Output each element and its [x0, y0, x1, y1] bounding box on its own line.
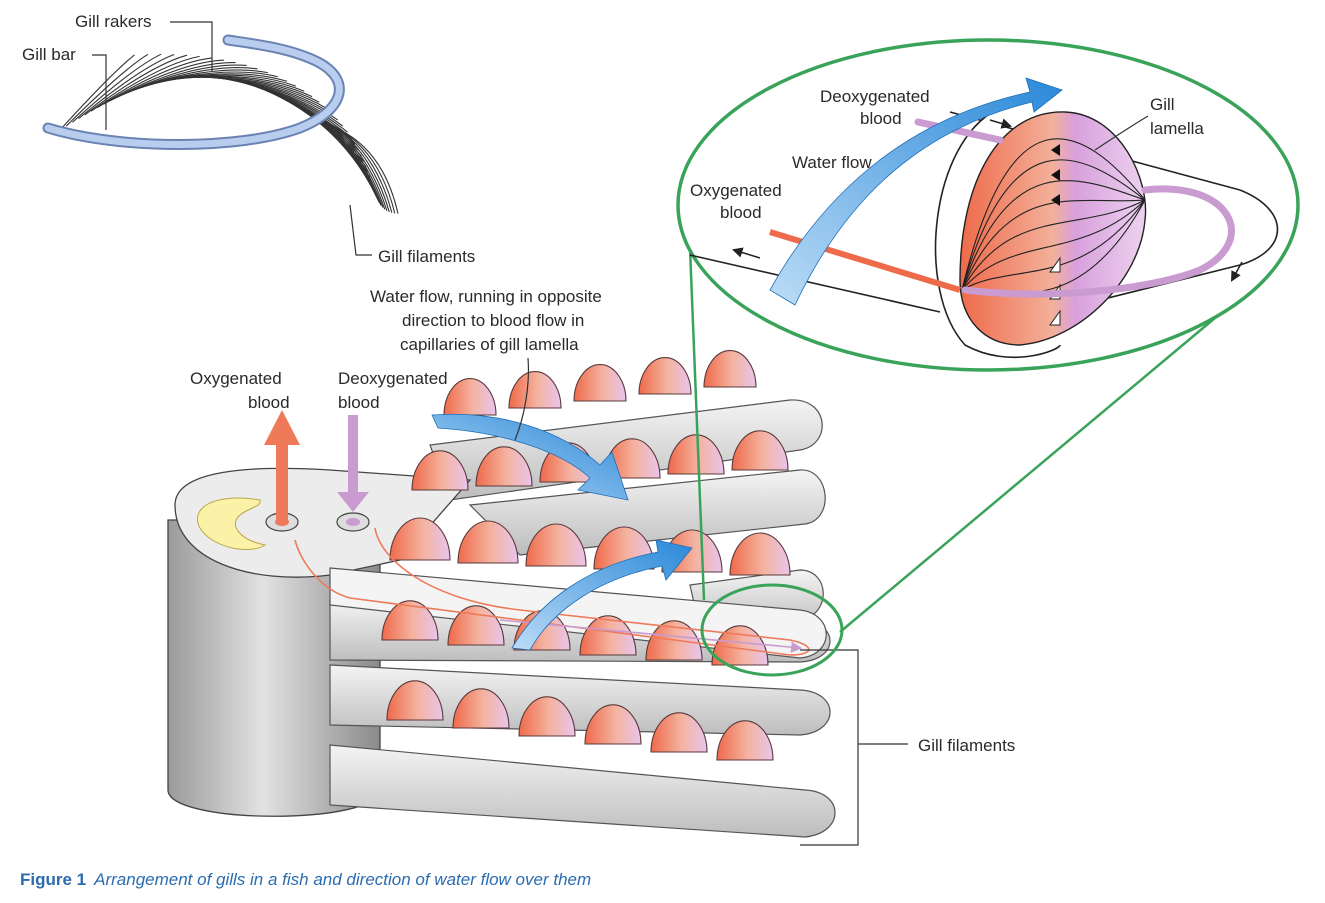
- gill-lamella: [638, 357, 692, 395]
- gill-lamella: [579, 615, 637, 656]
- inset-oxygenated-label-2: blood: [720, 203, 762, 222]
- deoxygenated-arrow: [337, 492, 369, 512]
- gill-filament-strand: [97, 57, 212, 109]
- gill-filament-block: [167, 350, 908, 846]
- gill-lamella: [381, 600, 439, 641]
- inset-deoxygenated-label-2: blood: [860, 109, 902, 128]
- gill-rakers-leader: [170, 21, 213, 72]
- inset-water-flow-label: Water flow: [792, 153, 872, 172]
- capillary-line: [961, 199, 1146, 291]
- gill-filament-strand: [59, 54, 135, 131]
- gill-bar-leader: [92, 54, 107, 130]
- gill-filament-strand: [84, 54, 188, 116]
- gill-lamella: [729, 532, 791, 576]
- magnifier-small-ring: [700, 583, 844, 677]
- water-flow-note-line-2: direction to blood flow in: [402, 311, 584, 330]
- water-flow-arrow-mid: [511, 539, 693, 651]
- water-direction-marker: [1049, 309, 1061, 326]
- inset-oxygenated-label-1: Oxygenated: [690, 181, 782, 200]
- gill-filament-strand: [339, 129, 399, 214]
- inset-water-flow-arrow: [769, 77, 1063, 306]
- capillary-line: [961, 199, 1146, 291]
- figure-number: Figure 1: [20, 870, 87, 889]
- gill-filament-strand: [308, 110, 386, 210]
- gill-lamella: [386, 680, 444, 721]
- gill-lamella: [389, 517, 451, 561]
- capillary-line: [961, 180, 1146, 291]
- gill-lamella: [584, 704, 642, 745]
- gill-filament-strand: [65, 53, 149, 127]
- gill-filaments-bracket: [800, 649, 859, 846]
- gill-lamella: [475, 446, 533, 487]
- blood-direction-marker: [1051, 169, 1060, 181]
- oxygenated-arrow: [264, 410, 300, 445]
- gill-filament-fan: [59, 53, 399, 214]
- gill-lamella: [731, 430, 789, 471]
- figure-caption-text: Arrangement of gills in a fish and direc…: [94, 870, 592, 889]
- gill-filament-strand: [72, 53, 162, 123]
- capillary-line: [961, 199, 1146, 291]
- blood-flow-path: [294, 527, 810, 656]
- inset-deoxygenated-label-1: Deoxygenated: [820, 87, 930, 106]
- gill-lamella: [650, 712, 708, 753]
- water-flow-note-line-3: capillaries of gill lamella: [400, 335, 579, 354]
- lamella-capillaries: [961, 138, 1146, 326]
- gill-lamella: [508, 371, 562, 409]
- inset-gill-lamella-label-1: Gill: [1150, 95, 1175, 114]
- lamella-inset: Deoxygenated blood Gill lamella Water fl…: [676, 38, 1300, 372]
- gill-rakers-label: Gill rakers: [75, 12, 152, 31]
- blood-direction-marker: [1051, 144, 1060, 156]
- gill-lamella: [452, 688, 510, 729]
- gill-lamella: [716, 720, 774, 761]
- gill-lamella: [703, 350, 757, 388]
- deoxygenated-label-1: Deoxygenated: [338, 369, 448, 388]
- gill-lamellae: [381, 350, 791, 761]
- gill-filaments-side-label: Gill filaments: [918, 736, 1015, 755]
- gill-filament-strand: [78, 53, 175, 119]
- capillary-line: [961, 199, 1146, 291]
- blood-direction-marker: [1051, 194, 1060, 206]
- gill-lamella: [518, 696, 576, 737]
- deoxygenated-label-2: blood: [338, 393, 380, 412]
- capillary-line: [961, 159, 1146, 291]
- water-flow-note-line-1: Water flow, running in opposite: [370, 287, 602, 306]
- gill-arch-illustration: Gill rakers Gill bar Gill filaments: [22, 12, 475, 266]
- gill-lamella: [411, 450, 469, 491]
- inset-gill-lamella-label-2: lamella: [1150, 119, 1204, 138]
- gill-filaments-top-label: Gill filaments: [378, 247, 475, 266]
- gill-filaments-top-leader: [349, 204, 372, 256]
- oxygenated-label-1: Oxygenated: [190, 369, 282, 388]
- oxygenated-label-2: blood: [248, 393, 290, 412]
- capillary-line: [961, 138, 1146, 291]
- gill-lamella: [457, 520, 519, 564]
- water-flow-arrow-top: [431, 413, 629, 501]
- gill-bar-label: Gill bar: [22, 45, 76, 64]
- gill-lamella: [573, 364, 627, 402]
- gill-lamella: [443, 378, 497, 416]
- gill-lamella: [525, 523, 587, 567]
- water-direction-marker: [1049, 256, 1061, 273]
- figure-caption: Figure 1 Arrangement of gills in a fish a…: [20, 870, 591, 890]
